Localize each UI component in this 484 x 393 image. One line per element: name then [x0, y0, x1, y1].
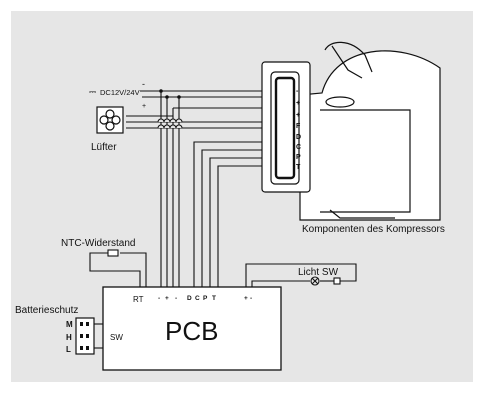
wire-bundle: [126, 90, 283, 287]
compressor-illustration: [299, 41, 441, 221]
compressor-label: Komponenten des Kompressors: [302, 224, 445, 235]
pcb-rt-label: RT: [133, 295, 144, 304]
junction-dots: [159, 89, 181, 99]
compressor-terminal-label: T: [296, 164, 301, 171]
compressor-terminal-label: +: [296, 112, 300, 119]
pcb-sw-label: SW: [110, 333, 123, 342]
ntc-resistor-icon: [107, 249, 119, 257]
wire-crossings: [157, 118, 183, 129]
compressor-terminal-block: [261, 61, 311, 193]
ntc-label: NTC-Widerstand: [61, 238, 135, 249]
supply-plus-label: +: [142, 103, 146, 110]
pcb-pin-label: -: [158, 295, 160, 302]
pcb-pin-label: -: [250, 295, 252, 302]
supply-symbol: ⎓: [89, 87, 96, 97]
compressor-terminal-label: -: [296, 88, 299, 95]
pcb-pin-label: +: [165, 295, 169, 302]
compressor-terminal-label: D: [296, 134, 301, 141]
pcb-board: [102, 286, 282, 371]
pcb-pin-label: P: [203, 295, 208, 302]
battery-selector-icon: [75, 317, 95, 355]
battery-level-label: H: [66, 333, 72, 342]
light-bulb-icon: [310, 276, 320, 286]
light-wire: [245, 263, 357, 287]
compressor-terminal-label: +: [296, 100, 300, 107]
pcb-pin-label: +: [244, 295, 248, 302]
battery-wires: [94, 323, 103, 349]
pcb-label: PCB: [165, 316, 218, 346]
pcb-pin-label: -: [175, 295, 177, 302]
ntc-wire: [89, 252, 147, 287]
light-switch-label: Licht SW: [298, 267, 339, 278]
fan-label: Lüfter: [91, 142, 117, 153]
battery-level-labels: MHL: [66, 320, 73, 354]
supply-minus-label: -: [142, 79, 145, 89]
battery-protection-label: Batterieschutz: [15, 305, 78, 316]
compressor-terminal-label: F: [296, 123, 301, 130]
pcb-pin-label: D: [187, 295, 192, 302]
fan-icon: [96, 106, 124, 134]
compressor-terminal-label: C: [296, 144, 301, 151]
light-switch-icon: [333, 277, 341, 285]
pcb-pin-label: C: [195, 295, 200, 302]
compressor-terminal-label: P: [296, 154, 301, 161]
supply-voltage-label: DC12V/24V: [100, 88, 140, 97]
battery-level-label: L: [66, 345, 71, 354]
pcb-pin-label: T: [212, 295, 216, 302]
battery-level-label: M: [66, 320, 73, 329]
